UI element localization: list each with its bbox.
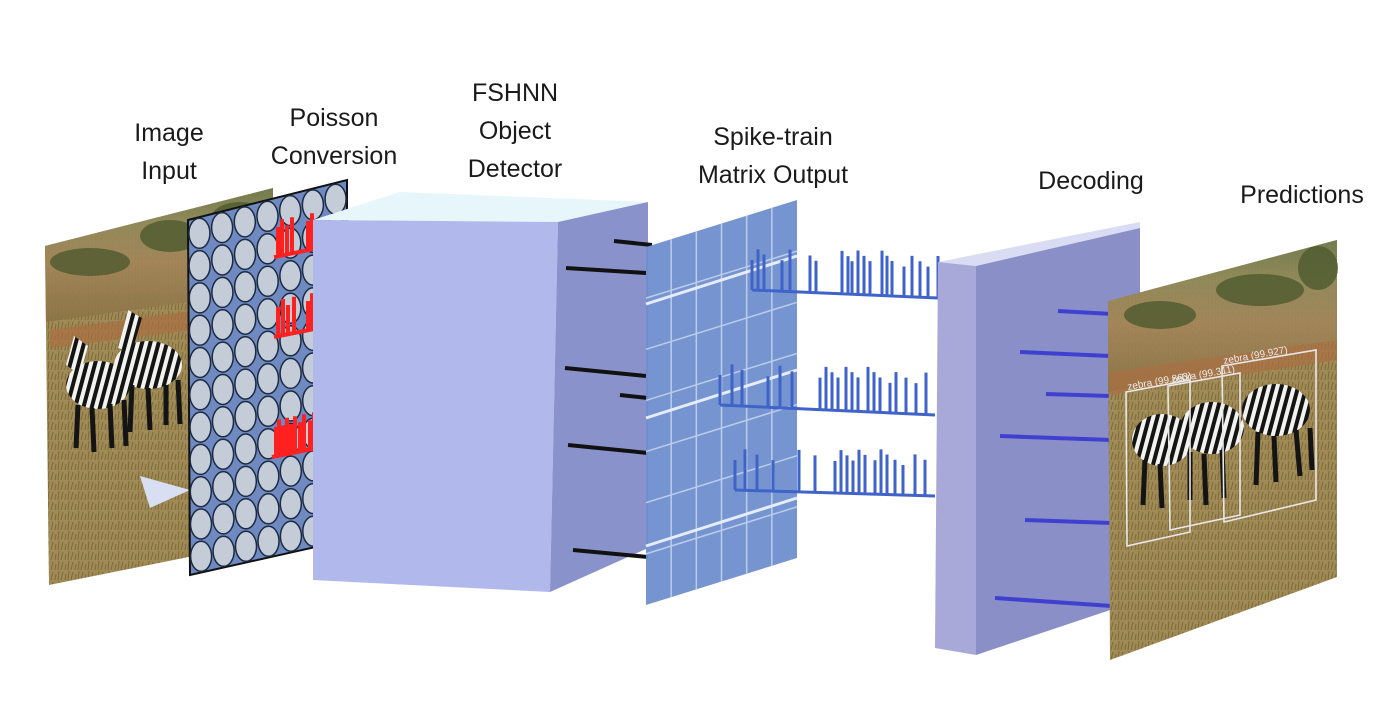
poisson-cell <box>211 244 234 276</box>
poisson-cell <box>234 433 257 465</box>
poisson-cell <box>256 330 280 363</box>
poisson-cell <box>212 503 235 535</box>
poisson-cell <box>234 335 257 368</box>
poisson-cell <box>234 400 257 433</box>
poisson-cell <box>188 282 212 314</box>
poisson-cell <box>257 493 280 525</box>
poisson-cell <box>279 520 303 552</box>
poisson-cell <box>256 395 280 428</box>
poisson-cell <box>234 498 258 530</box>
label-decoding: Decoding <box>1038 167 1144 195</box>
poisson-cell <box>256 233 279 265</box>
poisson-cell <box>233 206 257 238</box>
fshnn-block <box>313 192 648 592</box>
poisson-cell <box>256 265 279 298</box>
poisson-cell <box>189 443 212 476</box>
poisson-cell <box>279 259 302 292</box>
poisson-cell <box>188 314 212 346</box>
poisson-spike-train <box>273 293 325 339</box>
poisson-cell <box>279 487 303 520</box>
label-image-input: Image Input <box>134 119 204 185</box>
poisson-cell <box>211 373 235 406</box>
blue-spike-train <box>733 449 936 498</box>
poisson-cell <box>212 535 235 568</box>
poisson-cell <box>257 525 280 558</box>
poisson-cell <box>188 249 211 282</box>
poisson-cell <box>233 303 257 335</box>
poisson-cell <box>212 470 235 503</box>
poisson-cell <box>189 411 212 443</box>
label-poisson-conversion: Poisson Conversion <box>270 104 398 170</box>
blue-spike-train <box>750 249 940 300</box>
poisson-spike-train <box>273 213 325 259</box>
poisson-cell <box>211 406 235 438</box>
label-fshnn-detector: FSHNN Object Detector <box>467 79 563 183</box>
label-spike-train-output: Spike-train Matrix Output <box>697 123 849 189</box>
poisson-cell <box>234 465 258 498</box>
poisson-cell <box>234 530 258 563</box>
decoding-slab <box>935 222 1140 655</box>
poisson-cell <box>279 390 302 422</box>
poisson-cell <box>189 540 213 573</box>
label-predictions: Predictions <box>1240 181 1364 209</box>
predictions-photo: zebra (99.863) zebra (99.311) zebra (99.… <box>1108 240 1338 660</box>
fshnn-output-lines <box>564 239 653 559</box>
poisson-cell <box>256 200 279 233</box>
decoding-output-lines <box>994 309 1113 608</box>
poisson-cell <box>256 363 280 395</box>
poisson-cell <box>233 271 257 303</box>
poisson-cell <box>279 357 302 390</box>
poisson-spike-train <box>271 412 323 459</box>
poisson-cell <box>189 379 212 411</box>
poisson-cell <box>189 508 213 540</box>
poisson-cell <box>211 308 234 341</box>
blue-spike-trains <box>718 249 940 498</box>
poisson-cell <box>211 341 234 373</box>
poisson-cell <box>324 183 347 215</box>
blue-spike-train <box>718 364 936 417</box>
poisson-cell <box>211 276 234 309</box>
poisson-cell <box>234 368 257 400</box>
poisson-cell <box>188 217 211 250</box>
poisson-cell <box>257 460 280 493</box>
poisson-cell <box>256 298 280 330</box>
detection-boxes <box>1125 349 1317 547</box>
poisson-cell <box>211 438 235 470</box>
poisson-cell <box>279 455 303 487</box>
poisson-cell <box>188 346 212 379</box>
poisson-cell <box>233 238 257 271</box>
poisson-cell <box>189 475 213 508</box>
poisson-cell <box>210 211 234 244</box>
